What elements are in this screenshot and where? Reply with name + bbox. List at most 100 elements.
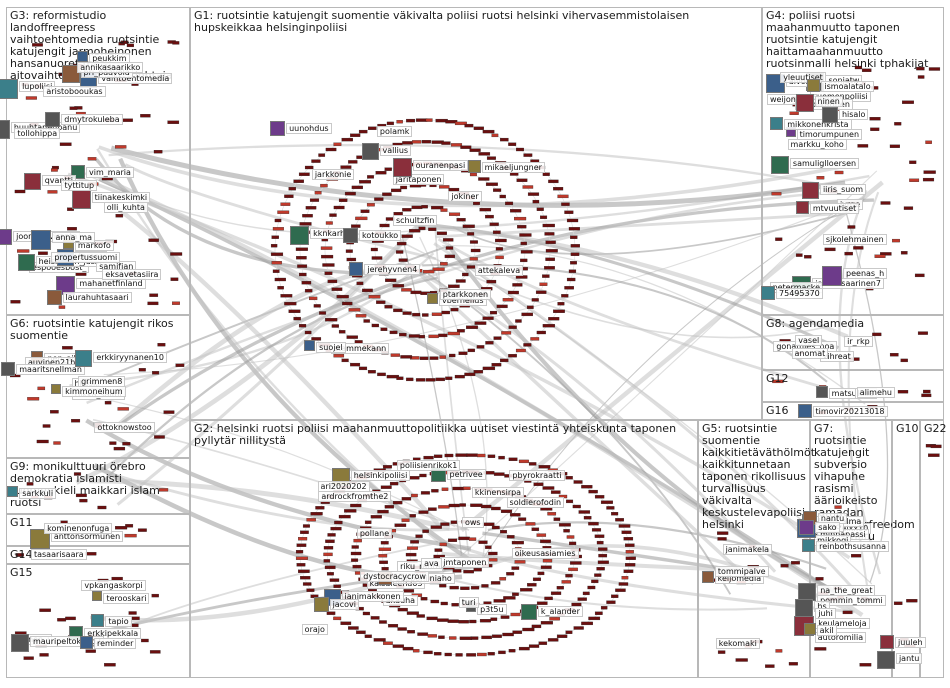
node-label: ouranenpasi — [413, 160, 469, 171]
node-label: 75495370 — [776, 288, 823, 299]
avatar — [0, 120, 10, 139]
avatar — [822, 266, 842, 286]
node-label: akil — [817, 625, 837, 636]
node-label: schultzfin — [393, 215, 437, 226]
group-title: G4: poliisi ruotsi maahanmuutto taponen … — [766, 10, 940, 70]
node-label: suojel — [316, 342, 346, 353]
node-label: alimehu — [857, 387, 895, 398]
node-label: dystocracycrow — [360, 571, 429, 582]
node-label: attekaleva — [475, 265, 523, 276]
avatar — [11, 634, 29, 652]
node-label: ptarkkonen — [440, 289, 491, 300]
node-label: poliisienrikok1 — [397, 460, 461, 471]
avatar — [795, 599, 813, 617]
node-label: tommipalve — [715, 566, 769, 577]
node-label: tyttitup — [61, 180, 97, 191]
group-title: G9: monikulttuuri örebro demokratia isla… — [10, 461, 186, 509]
group-title: G6: ruotsintie katujengit rikos suomenti… — [10, 318, 186, 342]
group-title: G10 — [896, 423, 916, 435]
node-label: kekomaki — [716, 638, 760, 649]
avatar — [798, 404, 812, 418]
node-label: jarkkonie — [312, 169, 355, 180]
node-label: timovir20213018 — [813, 406, 888, 417]
avatar — [822, 107, 838, 123]
node-label: sjkolehmainen — [823, 234, 887, 245]
avatar — [877, 651, 895, 669]
node-label: markku_koho — [788, 139, 847, 150]
node-label: ir_rkp — [844, 336, 873, 347]
group-title: G5: ruotsintie suomentie kaikkitietäväth… — [702, 423, 806, 531]
avatar — [290, 226, 309, 245]
node-label: mikaeljungner — [482, 162, 545, 173]
avatar — [314, 597, 329, 612]
node-label: vasel — [795, 335, 822, 346]
group-title: G12 — [766, 373, 940, 385]
node-label: tasaarisaara — [31, 549, 87, 560]
avatar — [802, 182, 819, 199]
avatar — [796, 94, 814, 112]
node-label: jokiner — [448, 191, 481, 202]
node-label: olli_kuhta — [104, 202, 148, 213]
group-g2: G2: helsinki ruotsi poliisi maahanmuutto… — [190, 420, 698, 678]
avatar — [343, 228, 358, 243]
node-label: janimakela — [723, 544, 773, 555]
group-title: G2: helsinki ruotsi poliisi maahanmuutto… — [194, 423, 694, 447]
node-label: k_alander — [538, 606, 583, 617]
avatar — [72, 190, 91, 209]
avatar — [802, 539, 815, 552]
node-label: eksavetasiira — [102, 269, 161, 280]
node-label: mikkonenkrista — [784, 119, 851, 130]
avatar — [92, 591, 102, 601]
node-label: reminder — [94, 638, 136, 649]
node-label: jmtaponen — [440, 557, 489, 568]
avatar — [31, 230, 51, 250]
avatar — [799, 520, 814, 535]
group-title: G15 — [10, 567, 186, 579]
node-label: p3t5u — [477, 604, 506, 615]
node-label: reinbothsusanna — [816, 541, 889, 552]
avatar — [80, 636, 93, 649]
node-label: jantu — [896, 653, 922, 664]
node-label: polamk — [377, 126, 413, 137]
node-label: ows — [462, 517, 484, 528]
group-g9: G9: monikulttuuri örebro demokratia isla… — [6, 458, 190, 514]
avatar — [91, 614, 104, 627]
node-label: kimmoneihum — [62, 386, 125, 397]
node-label: vim_maria — [86, 167, 134, 178]
node-label: peenas_h — [843, 268, 887, 279]
avatar — [807, 79, 820, 92]
node-label: propertussuomi — [51, 252, 120, 263]
node-label: ari2020202 — [318, 481, 370, 492]
node-label: kominenonfuga — [44, 523, 112, 534]
node-label: hisalo — [839, 109, 868, 120]
group-title: G8: agendamedia — [766, 318, 940, 330]
node-label: orajo — [302, 624, 328, 635]
avatar — [304, 340, 315, 351]
avatar — [51, 384, 61, 394]
avatar — [0, 79, 18, 99]
avatar — [1, 362, 15, 376]
node-label: oikeusasiamies — [512, 548, 579, 559]
node-label: jacovi — [330, 599, 359, 610]
node-label: ava — [421, 558, 442, 569]
node-label: uunohdus — [286, 123, 332, 134]
node-label: laurahuhtasaari — [63, 292, 132, 303]
group-title: G1: ruotsintie katujengit suomentie väki… — [194, 10, 758, 34]
avatar — [24, 173, 41, 190]
avatar — [18, 254, 35, 271]
node-label: jerehyvnen4 — [364, 264, 420, 275]
avatar — [770, 117, 783, 130]
node-label: pollane — [357, 528, 392, 539]
node-label: samuliglloersen — [790, 158, 859, 169]
node-label: aristobooukas — [43, 86, 105, 97]
node-label: ardrockfromthe2 — [318, 491, 391, 502]
avatar — [771, 156, 789, 174]
node-label: juuleh — [895, 637, 926, 648]
avatar — [796, 201, 809, 214]
node-label: juhi — [815, 608, 836, 619]
node-label: vpkangaskorpi — [81, 580, 145, 591]
node-label: erkkiryynanen10 — [93, 352, 167, 363]
node-label: mauripeltokang2 — [30, 636, 104, 647]
node-label: vallius — [380, 145, 412, 156]
